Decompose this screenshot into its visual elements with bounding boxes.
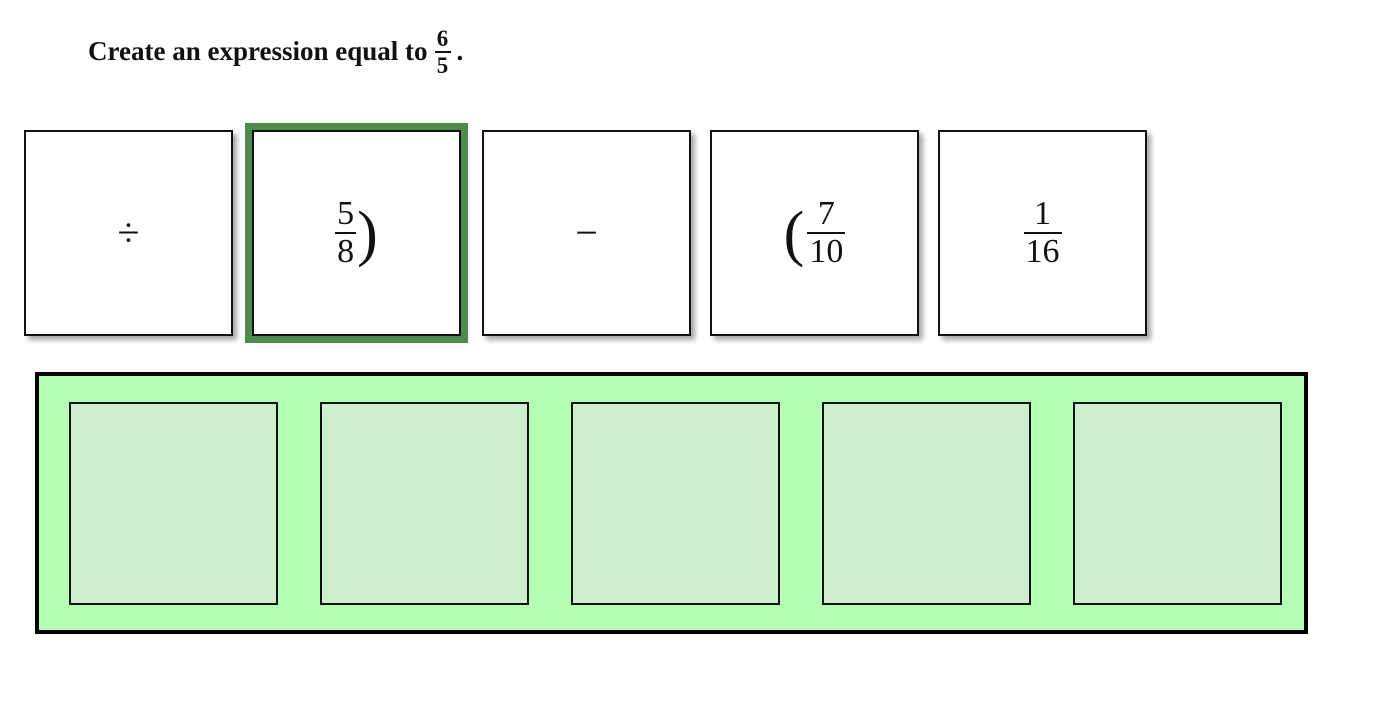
answer-slot-2[interactable] (320, 401, 529, 605)
tile-five-eighths-close-paren[interactable]: 5 8 ) (245, 123, 468, 343)
tile-one-sixteenth[interactable]: 1 16 (938, 130, 1147, 336)
prompt-fraction-numerator: 6 (436, 26, 449, 51)
fraction-numerator: 5 (337, 195, 355, 232)
fraction-numerator: 7 (817, 195, 835, 232)
answer-slot-4[interactable] (822, 401, 1031, 605)
fraction-one-sixteenth: 1 16 (1023, 195, 1062, 270)
answer-slot-3[interactable] (571, 401, 780, 605)
tile-content: 5 8 ) (335, 197, 378, 269)
divide-icon: ÷ (117, 210, 140, 255)
fraction-denominator: 8 (337, 233, 355, 270)
fraction-bar (1023, 232, 1062, 234)
tile-divide[interactable]: ÷ (24, 130, 233, 336)
close-paren-icon: ) (357, 199, 378, 268)
fraction-denominator: 10 (809, 233, 844, 270)
prompt-fraction-denominator: 5 (436, 53, 449, 78)
question-prompt: Create an expression equal to 6 5 . (88, 26, 464, 78)
fraction-denominator: 16 (1025, 233, 1060, 270)
fraction-seven-tenths: 7 10 (807, 195, 846, 270)
answer-drop-zone[interactable] (35, 372, 1308, 634)
tile-open-paren-seven-tenths[interactable]: ( 7 10 (710, 130, 919, 336)
fraction-numerator: 1 (1034, 195, 1051, 232)
tile-minus[interactable]: − (482, 130, 691, 336)
answer-slot-1[interactable] (69, 401, 278, 605)
prompt-target-fraction: 6 5 (434, 26, 451, 78)
fraction-bar (335, 232, 357, 234)
minus-icon: − (575, 210, 598, 255)
answer-slot-5[interactable] (1073, 401, 1282, 605)
tile-content: ( 7 10 (784, 197, 846, 269)
open-paren-icon: ( (783, 199, 805, 268)
prompt-lead-text: Create an expression equal to (88, 35, 428, 66)
fraction-five-eighths: 5 8 (335, 195, 357, 270)
prompt-fraction-bar (434, 51, 451, 53)
fraction-bar (807, 232, 846, 234)
tile-content: 1 16 (1023, 195, 1062, 270)
prompt-trailing-punctuation: . (456, 35, 464, 66)
